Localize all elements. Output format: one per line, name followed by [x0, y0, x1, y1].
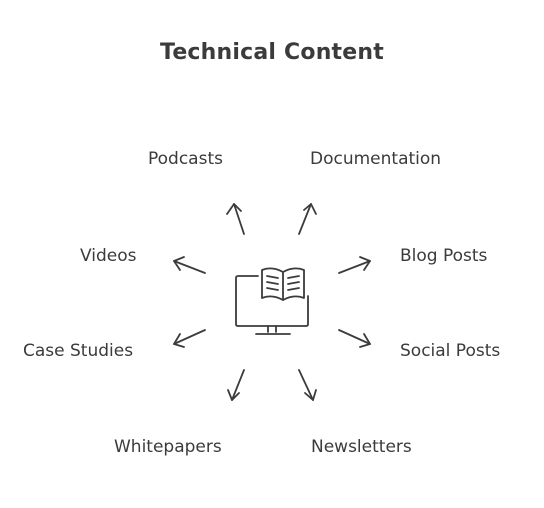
arrow-to-videos: [173, 256, 206, 274]
arrow-to-newsletters: [298, 369, 317, 401]
arrow-to-blog-posts: [338, 256, 371, 274]
arrow-to-case-studies: [173, 329, 206, 348]
node-social-posts: Social Posts: [400, 341, 501, 361]
diagram-title: Technical Content: [160, 40, 384, 65]
node-documentation: Documentation: [310, 149, 442, 169]
node-whitepapers: Whitepapers: [114, 437, 222, 457]
arrow-to-social-posts: [338, 329, 371, 348]
arrow-to-podcasts: [226, 203, 245, 235]
arrow-to-whitepapers: [227, 369, 245, 401]
node-newsletters: Newsletters: [311, 437, 412, 457]
node-blog-posts: Blog Posts: [400, 246, 488, 266]
arrow-to-documentation: [298, 203, 317, 235]
node-case-studies: Case Studies: [23, 341, 134, 361]
book-on-monitor-icon: [235, 267, 309, 335]
node-videos: Videos: [80, 246, 137, 266]
node-podcasts: Podcasts: [148, 149, 223, 169]
